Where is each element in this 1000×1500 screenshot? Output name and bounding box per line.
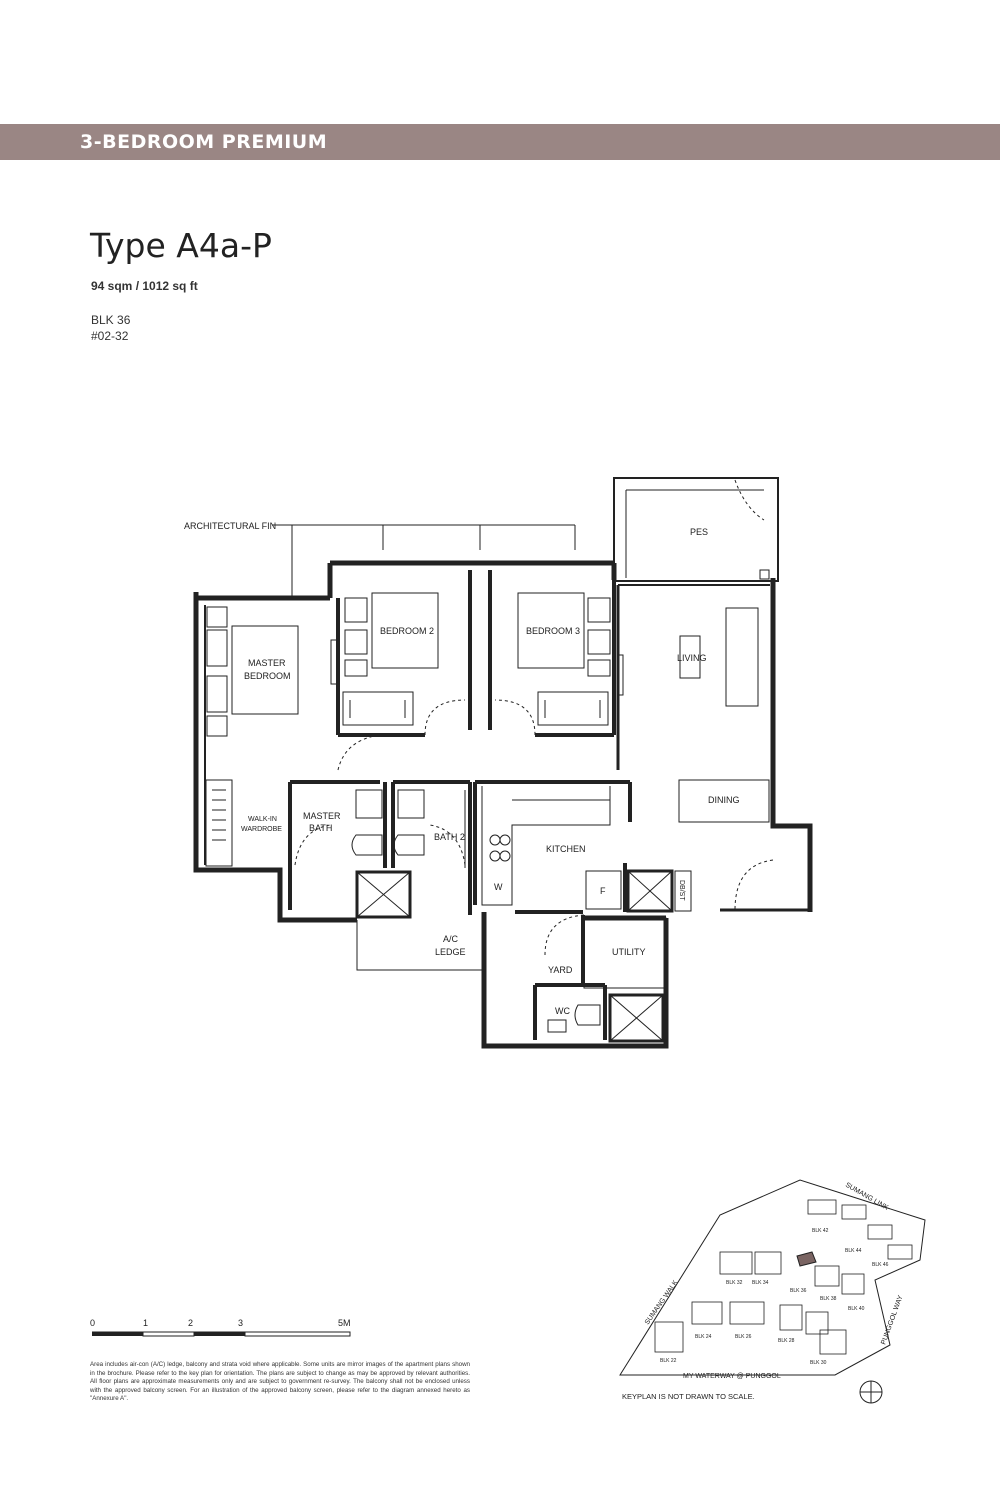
label-ac-line1: A/C xyxy=(443,934,459,944)
label-master-bath-line2: BATH xyxy=(309,823,332,833)
keyplan-blk28: BLK 28 xyxy=(778,1338,795,1344)
keyplan-blk34: BLK 34 xyxy=(752,1280,769,1286)
keyplan-blk40: BLK 40 xyxy=(848,1306,865,1312)
label-walkin-line1: WALK-IN xyxy=(248,816,277,823)
banner-title: 3-BEDROOM PREMIUM xyxy=(80,131,328,153)
keyplan-blk22: BLK 22 xyxy=(660,1358,677,1364)
label-dining: DINING xyxy=(708,795,740,805)
label-dbst: DB/ST xyxy=(678,880,685,901)
scale-tick-5m: 5M xyxy=(338,1318,351,1328)
label-walkin-line2: WARDROBE xyxy=(241,826,282,833)
disclaimer-text: Area includes air-con (A/C) ledge, balco… xyxy=(90,1361,470,1403)
keyplan-blk44: BLK 44 xyxy=(845,1248,862,1254)
unit-number: #02-32 xyxy=(91,329,129,343)
label-living: LIVING xyxy=(677,653,707,663)
keyplan-blk32: BLK 32 xyxy=(726,1280,743,1286)
label-f: F xyxy=(600,886,606,896)
scale-tick-3: 3 xyxy=(238,1318,244,1328)
label-pes: PES xyxy=(690,527,708,537)
keyplan-blk24: BLK 24 xyxy=(695,1334,712,1340)
label-yard: YARD xyxy=(548,965,573,975)
keyplan-blk30: BLK 30 xyxy=(810,1360,827,1366)
pes-enclosure xyxy=(613,477,779,582)
scale-tick-0: 0 xyxy=(90,1318,96,1328)
keyplan-blk38: BLK 38 xyxy=(820,1296,837,1302)
keyplan-blk42: BLK 42 xyxy=(812,1228,829,1234)
label-wc: WC xyxy=(555,1006,570,1016)
unit-type-title: Type A4a-P xyxy=(90,226,272,265)
label-master-bedroom-line1: MASTER xyxy=(248,658,286,668)
label-ac-line2: LEDGE xyxy=(435,947,466,957)
unit-block: BLK 36 xyxy=(91,313,131,327)
keyplan-road-sumang-link: SUMANG LINK xyxy=(844,1182,890,1212)
keyplan xyxy=(619,1179,926,1404)
label-w: W xyxy=(494,882,503,892)
keyplan-note: KEYPLAN IS NOT DRAWN TO SCALE. xyxy=(622,1392,755,1401)
label-utility: UTILITY xyxy=(612,947,646,957)
keyplan-blk46: BLK 46 xyxy=(872,1262,889,1268)
label-bedroom2: BEDROOM 2 xyxy=(380,626,434,636)
keyplan-blk36: BLK 36 xyxy=(790,1288,807,1294)
keyplan-road-waterway: MY WATERWAY @ PUNGGOL xyxy=(683,1373,781,1380)
label-master-bath-line1: MASTER xyxy=(303,811,341,821)
scale-bar xyxy=(92,1331,351,1337)
unit-area: 94 sqm / 1012 sq ft xyxy=(91,279,198,293)
label-architectural-fin: ARCHITECTURAL FIN xyxy=(184,521,276,531)
label-bedroom3: BEDROOM 3 xyxy=(526,626,580,636)
keyplan-road-sumang-walk: SUMANG WALK xyxy=(644,1279,680,1326)
label-bath2: BATH 2 xyxy=(434,832,465,842)
scale-tick-2: 2 xyxy=(188,1318,194,1328)
keyplan-blk26: BLK 26 xyxy=(735,1334,752,1340)
label-master-bedroom-line2: BEDROOM xyxy=(244,671,291,681)
header-banner: 3-BEDROOM PREMIUM xyxy=(0,124,1000,160)
label-kitchen: KITCHEN xyxy=(546,844,586,854)
scale-tick-1: 1 xyxy=(143,1318,149,1328)
